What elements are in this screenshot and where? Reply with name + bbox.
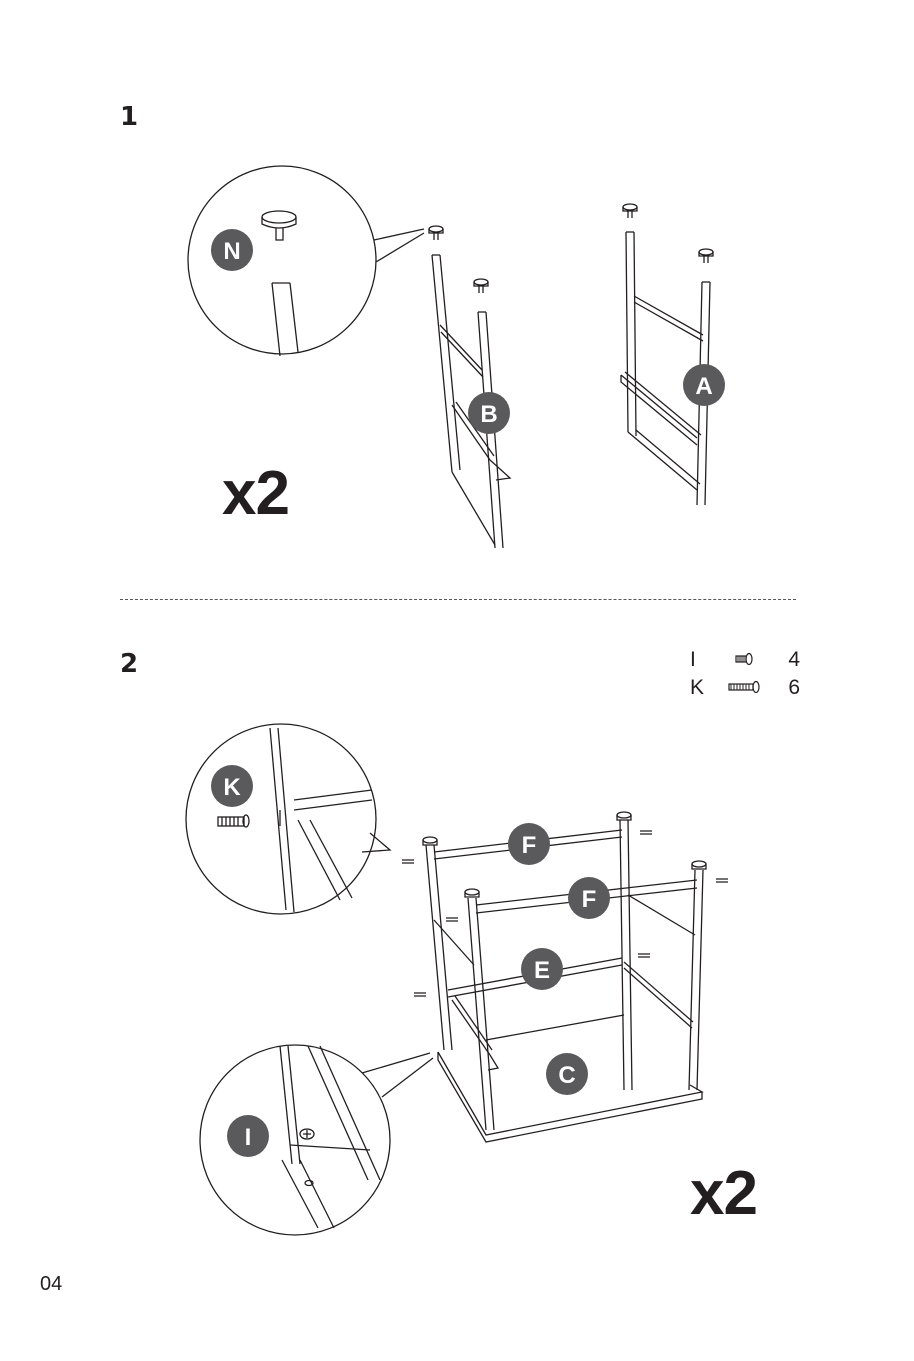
- svg-text:E: E: [534, 957, 550, 984]
- page-number: 04: [40, 1273, 62, 1296]
- svg-text:K: K: [223, 774, 241, 801]
- hardware-letter: I: [690, 648, 696, 672]
- hardware-row-i: I 4: [690, 648, 800, 676]
- svg-text:C: C: [558, 1062, 575, 1089]
- badge-c: C: [546, 1053, 588, 1095]
- svg-text:I: I: [245, 1124, 252, 1151]
- svg-text:B: B: [480, 401, 497, 428]
- hardware-count: 4: [788, 648, 800, 672]
- short-bolt-icon: [735, 652, 755, 666]
- hardware-list: I 4 K 6: [690, 648, 800, 704]
- step-2-number: 2: [120, 651, 138, 677]
- step-2-illustration: K I F F E C: [0, 700, 914, 1260]
- badge-e: E: [521, 948, 563, 990]
- detail-circle-k: [186, 724, 376, 914]
- badge-f-front: F: [568, 877, 610, 919]
- badge-k: K: [211, 765, 253, 807]
- hardware-letter: K: [690, 676, 704, 700]
- long-bolt-icon: [728, 680, 762, 694]
- step-divider: [120, 599, 796, 600]
- badge-a: A: [683, 364, 725, 406]
- badge-b: B: [468, 392, 510, 434]
- svg-text:A: A: [695, 373, 712, 400]
- step-1-illustration: N B A: [0, 0, 914, 590]
- badge-f-top: F: [508, 823, 550, 865]
- svg-text:F: F: [522, 832, 537, 859]
- badge-i: I: [227, 1115, 269, 1157]
- badge-n: N: [211, 229, 253, 271]
- hardware-count: 6: [788, 676, 800, 700]
- svg-text:F: F: [582, 886, 597, 913]
- svg-text:N: N: [223, 238, 240, 265]
